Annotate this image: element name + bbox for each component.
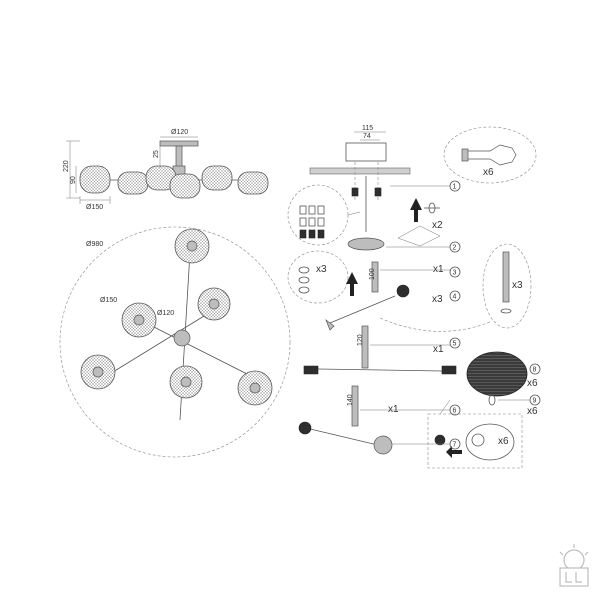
top-view: Ø980 Ø150 Ø120 xyxy=(59,226,291,458)
svg-text:1: 1 xyxy=(453,184,457,191)
top-shades xyxy=(80,228,273,406)
canopy-screws: x2 xyxy=(397,198,443,247)
qty-hub: x1 xyxy=(433,264,444,275)
qty-sockets: x3 xyxy=(432,294,443,305)
dim-height-total: 220 xyxy=(63,160,70,172)
fittings-bubble: x3 xyxy=(287,250,358,304)
dim-rod-100: 100 xyxy=(369,268,376,280)
mesh-shade xyxy=(466,351,528,397)
arrow-up-icon xyxy=(346,272,358,296)
canopy-cup xyxy=(347,237,385,251)
qty-shade-fit: x6 xyxy=(498,436,509,447)
span-circle xyxy=(59,226,291,458)
ring-part xyxy=(488,394,496,406)
qty-rod-140: x1 xyxy=(388,404,399,415)
svg-text:7: 7 xyxy=(453,442,457,449)
side-shades xyxy=(79,165,269,199)
dim-rod-120: 120 xyxy=(357,334,364,346)
canopy-plate xyxy=(159,140,199,147)
assembly-plate: 115 74 1 xyxy=(309,125,461,232)
svg-text:3: 3 xyxy=(453,270,457,277)
dim-top-shade: Ø150 xyxy=(100,297,117,304)
svg-text:4: 4 xyxy=(453,294,457,301)
socket-part: x3 4 xyxy=(325,284,461,331)
arrow-left-icon xyxy=(446,446,462,458)
dim-plate-outer: 115 xyxy=(362,125,373,132)
dim-rod-140: 140 xyxy=(347,394,354,406)
ceiling-surface xyxy=(309,167,411,175)
bulbs-bubble: x6 xyxy=(443,126,537,184)
socket-arm xyxy=(329,295,396,324)
callout-4 xyxy=(449,290,461,302)
rod-140: 140 x1 6 xyxy=(347,385,461,427)
svg-text:8: 8 xyxy=(533,367,537,374)
bulb-icon xyxy=(465,144,517,166)
qty-screws: x2 xyxy=(432,220,443,231)
qty-rod-screw: x3 xyxy=(512,280,523,291)
svg-text:5: 5 xyxy=(453,341,457,348)
dim-plate-inner: 74 xyxy=(363,133,371,140)
top-hub xyxy=(173,329,191,347)
dim-stem: 25 xyxy=(153,150,160,158)
arm-right xyxy=(139,319,256,379)
dim-canopy: Ø120 xyxy=(171,129,188,136)
assembly-canopy: 2 xyxy=(347,237,461,253)
brand-logo xyxy=(559,544,589,587)
side-view: Ø120 25 220 90 Ø150 xyxy=(63,129,269,211)
qty-fittings: x3 xyxy=(316,264,327,275)
dim-span: Ø980 xyxy=(86,241,103,248)
full-arm xyxy=(303,365,457,375)
arrow-up-icon xyxy=(410,198,422,222)
hub-rod: 100 x1 3 xyxy=(369,261,461,293)
dim-top-hub: Ø120 xyxy=(157,310,174,317)
qty-rod-120: x1 xyxy=(433,344,444,355)
connectors-bubble xyxy=(287,184,361,246)
dim-height-shade: 90 xyxy=(70,176,77,184)
callout-6 xyxy=(449,404,461,416)
svg-text:6: 6 xyxy=(453,408,457,415)
dim-shade-width: Ø150 xyxy=(86,204,103,211)
stem-rod xyxy=(175,145,183,169)
rod-screw-bubble: x3 xyxy=(379,243,532,332)
shade-fitting-box: x6 xyxy=(427,399,523,469)
fitting-detail-frame xyxy=(427,413,523,469)
callout-5 xyxy=(449,337,461,349)
shade-part: 8 x6 9 x6 xyxy=(466,351,541,417)
svg-text:2: 2 xyxy=(453,245,457,252)
qty-shades: x6 xyxy=(527,378,538,389)
mounting-bracket xyxy=(345,142,387,162)
qty-bulbs: x6 xyxy=(483,167,494,178)
callout-8 xyxy=(529,363,541,375)
svg-text:9: 9 xyxy=(533,398,537,405)
rod-120: 120 x1 5 xyxy=(357,325,461,369)
qty-rings: x6 xyxy=(527,406,538,417)
callout-3 xyxy=(449,266,461,278)
lower-arm: 7 xyxy=(298,421,461,455)
